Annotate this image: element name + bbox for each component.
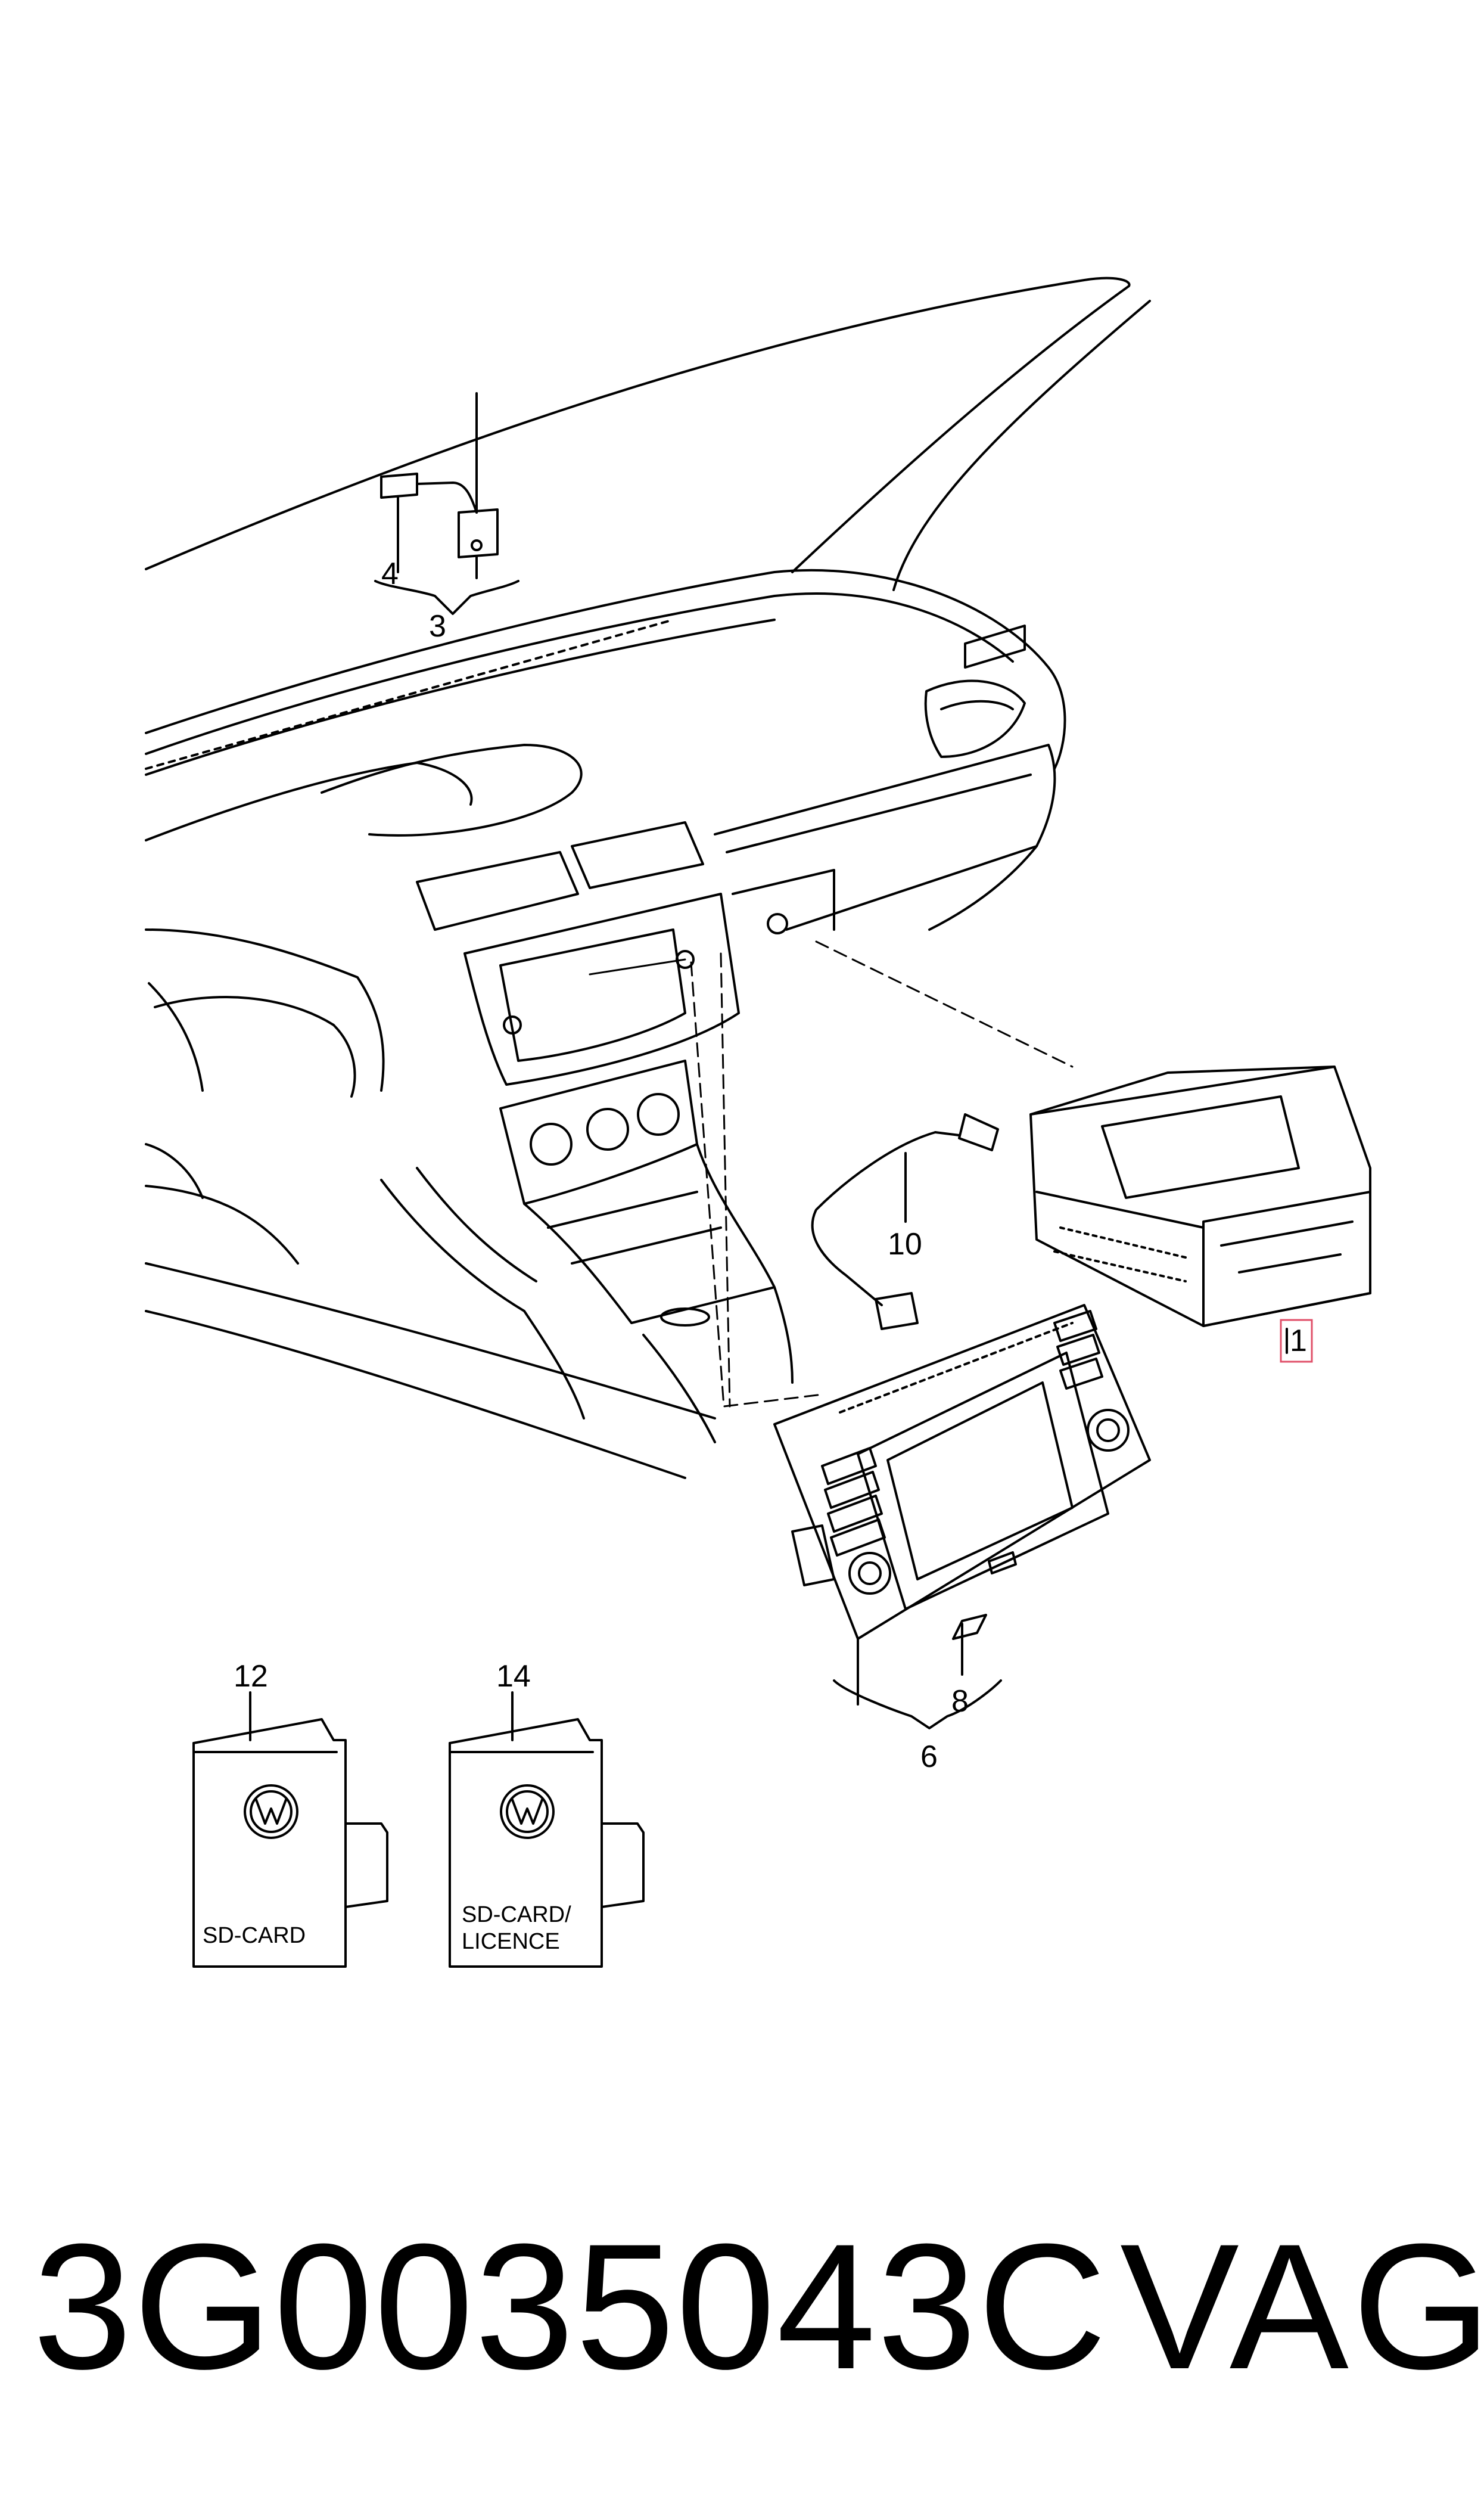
callout-14: 14: [496, 1659, 531, 1694]
sd-licence-label-line2: LICENCE: [462, 1929, 560, 1954]
sd-licence-label-line1: SD-CARD/: [462, 1902, 571, 1927]
callout-10: 10: [888, 1227, 922, 1262]
part-number: 3G0035043C: [33, 2206, 1108, 2406]
sd-card-label: SD-CARD: [203, 1923, 306, 1948]
callout-8: 8: [951, 1684, 969, 1719]
head-unit-part-6: [773, 1304, 1151, 1729]
leader-line-screen: [589, 958, 686, 976]
footer: 3G0035043C VAG: [0, 2205, 1484, 2455]
sd-card-booklet-12: [192, 1691, 388, 1968]
windshield-outline: [145, 277, 1151, 591]
callout-4: 4: [381, 557, 399, 591]
brand-label: VAG: [1120, 2206, 1484, 2406]
cable-part-10: [811, 1113, 999, 1330]
callout-1: 1: [1290, 1324, 1307, 1358]
leader-lines: [690, 940, 1074, 1408]
sd-card-licence-booklet-14: [449, 1691, 645, 1968]
connector-part-3: [374, 392, 519, 615]
callout-1-highlight: [1280, 1319, 1313, 1363]
callout-6: 6: [920, 1740, 938, 1774]
radio-module-part-1: [1029, 1066, 1371, 1354]
callout-12: 12: [234, 1659, 268, 1694]
callout-3: 3: [429, 609, 446, 644]
dashboard-outline: [145, 569, 1066, 1479]
